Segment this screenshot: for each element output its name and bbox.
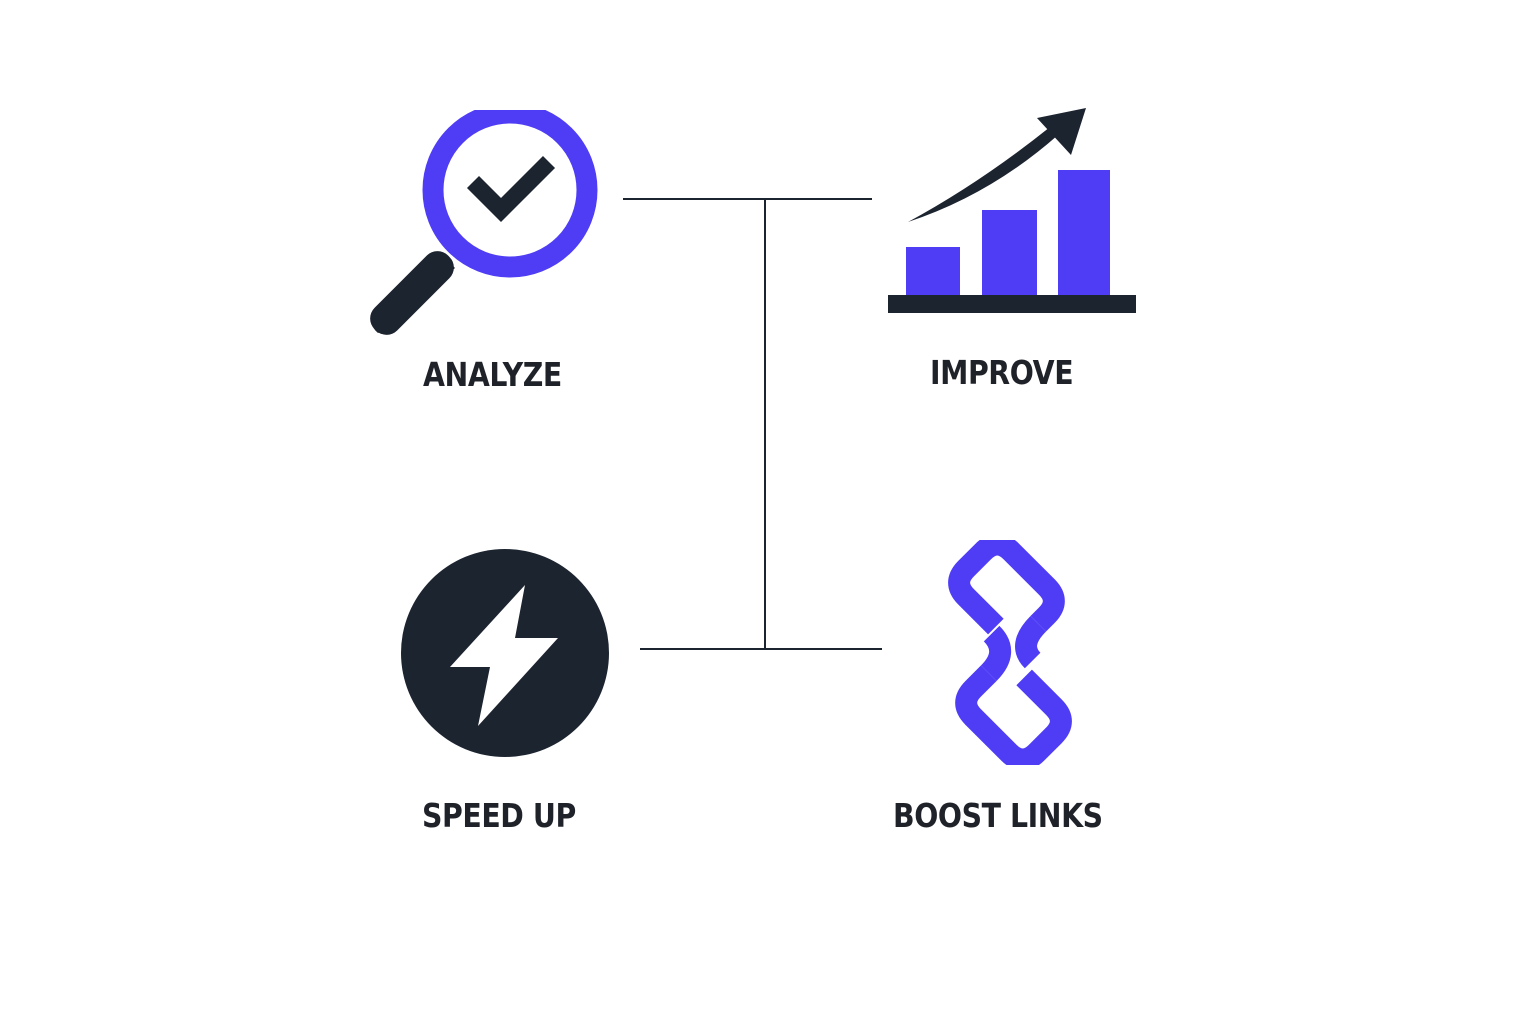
growth-bar-chart-icon: [888, 108, 1136, 313]
connector-vertical: [764, 199, 766, 650]
chain-link-icon: [948, 540, 1072, 765]
connector-speedup-boostlinks: [640, 648, 882, 650]
lightning-bolt-icon: [401, 549, 609, 757]
analyze-label: ANALYZE: [423, 355, 562, 394]
improve-label: IMPROVE: [930, 353, 1074, 392]
boost-links-label: BOOST LINKS: [893, 796, 1103, 835]
speed-up-label: SPEED UP: [422, 796, 576, 835]
magnifier-check-icon: [370, 110, 598, 335]
connector-analyze-improve: [623, 198, 872, 200]
